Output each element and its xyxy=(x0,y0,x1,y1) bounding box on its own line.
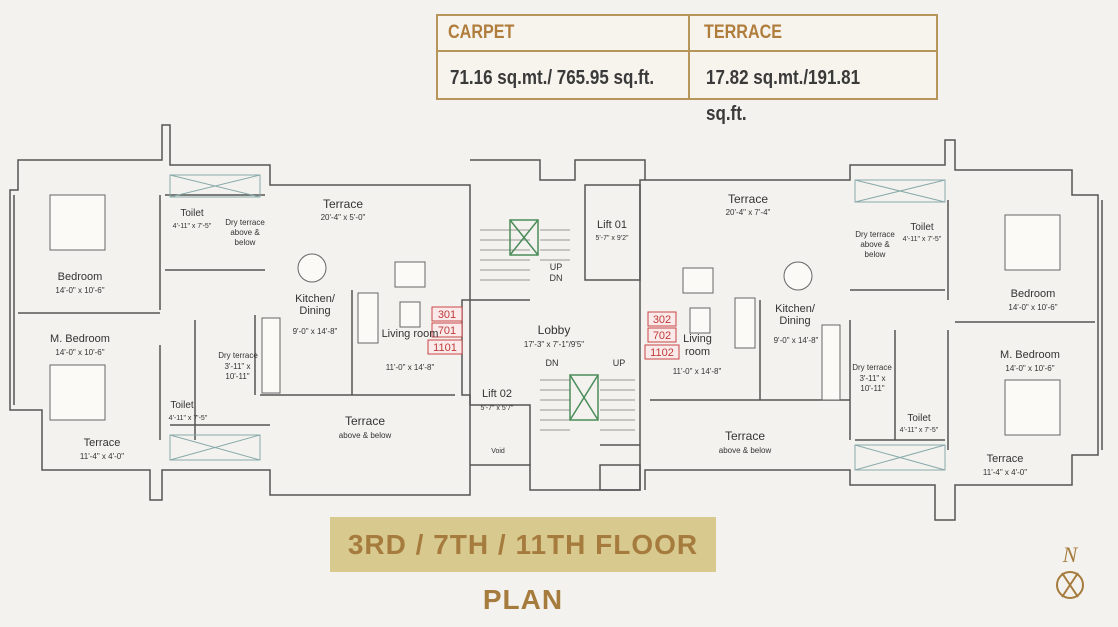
right-bedroom-name: Bedroom xyxy=(1011,288,1056,300)
left-dry-terrace-dims: 3'-11" x 10'-11" xyxy=(224,362,250,381)
left-terrace-top-name: Terrace xyxy=(323,197,363,211)
north-label: N xyxy=(1062,542,1079,567)
left-kitchen-dims: 9'-0" x 14'-8" xyxy=(293,327,338,336)
left-bedroom-name: Bedroom xyxy=(58,271,103,283)
lobby-dims: 17'-3" x 7'-1"/9'5" xyxy=(524,340,584,349)
right-dry-terrace-top: Dry terrace above & below xyxy=(855,230,895,259)
right-dry-terrace-dims: 3'-11" x 10'-11" xyxy=(859,374,885,393)
right-m-bedroom-name: M. Bedroom xyxy=(1000,349,1060,361)
right-terrace-bottom-name: Terrace xyxy=(987,453,1024,465)
stair-up-label-bottom: UP xyxy=(613,358,626,368)
north-compass-icon: N xyxy=(1056,542,1084,599)
stair-dn-label-bottom: DN xyxy=(546,358,559,368)
left-unit-number-3: 1101 xyxy=(433,342,457,354)
duct-boxes xyxy=(169,174,946,471)
right-m-bedroom-dims: 14'-0" x 10'-6" xyxy=(1005,364,1054,373)
area-table: CARPET TERRACE 71.16 sq.mt./ 765.95 sq.f… xyxy=(436,14,938,125)
left-toilet-top-dims: 4'-11" x 7'-5" xyxy=(173,223,212,230)
right-terrace-top-name: Terrace xyxy=(728,192,768,206)
right-toilet-top-dims: 4'-11" x 7'-5" xyxy=(903,236,942,243)
right-bedroom-dims: 14'-0" x 10'-6" xyxy=(1008,303,1057,312)
stair-dn-label-top: DN xyxy=(550,273,563,283)
stair-treads xyxy=(480,229,635,431)
carpet-header: CARPET xyxy=(448,22,515,43)
table-divider xyxy=(438,50,936,52)
terrace-header: TERRACE xyxy=(704,22,783,43)
right-unit-number-3: 1102 xyxy=(650,347,674,359)
floor-plan-title: 3RD / 7TH / 11TH FLOOR PLAN xyxy=(347,529,699,615)
right-toilet-bottom-dims: 4'-11" x 7'-5" xyxy=(900,427,939,434)
right-unit-number-2: 702 xyxy=(653,330,671,342)
left-toilet-bottom-name: Toilet xyxy=(170,400,194,411)
right-kitchen-dims: 9'-0" x 14'-8" xyxy=(774,336,819,345)
stair-up-label-top: UP xyxy=(550,262,563,272)
left-living-dims: 11'-0" x 14'-8" xyxy=(386,363,435,372)
right-toilet-top-name: Toilet xyxy=(910,222,934,233)
lift02-name: Lift 02 xyxy=(482,388,512,400)
void-label: Void xyxy=(491,448,505,455)
lift01-dims: 5'-7" x 9'2" xyxy=(596,235,629,242)
left-unit-number-2: 701 xyxy=(438,325,456,337)
right-toilet-bottom-name: Toilet xyxy=(907,413,931,424)
right-dry-terrace-name: Dry terrace xyxy=(852,363,892,372)
left-terrace-bottom-name: Terrace xyxy=(84,437,121,449)
right-unit-number-1: 302 xyxy=(653,314,671,326)
floor-plan-banner: 3RD / 7TH / 11TH FLOOR PLAN xyxy=(330,517,716,615)
right-terrace-top-dims: 20'-4" x 7'-4" xyxy=(726,208,771,217)
left-terrace-bottom-dims: 11'-4" x 4'-0" xyxy=(80,452,124,461)
left-m-bedroom-name: M. Bedroom xyxy=(50,333,110,345)
left-m-bedroom-dims: 14'-0" x 10'-6" xyxy=(55,348,104,357)
left-unit-number-1: 301 xyxy=(438,309,456,321)
lift-shafts xyxy=(509,219,599,421)
left-terrace-top-dims: 20'-4" x 5'-0" xyxy=(321,213,366,222)
left-terrace-above-note: above & below xyxy=(339,431,392,440)
lift01-name: Lift 01 xyxy=(597,219,627,231)
unit-number-boxes xyxy=(427,306,680,360)
left-dry-terrace-name: Dry terrace xyxy=(218,351,258,360)
left-toilet-top-name: Toilet xyxy=(180,208,204,219)
left-kitchen-name: Kitchen/ Dining xyxy=(295,293,335,317)
carpet-value: 71.16 sq.mt./ 765.95 sq.ft. xyxy=(450,67,655,89)
walls xyxy=(9,124,1103,521)
left-bedroom-dims: 14'-0" x 10'-6" xyxy=(55,286,104,295)
table-column-divider xyxy=(688,16,690,98)
lift02-dims: 5'-7" x 5'7" xyxy=(481,405,514,412)
right-living-name: Living room xyxy=(683,333,712,358)
right-terrace-above-note: above & below xyxy=(719,446,772,455)
left-dry-terrace-top: Dry terrace above & below xyxy=(225,218,265,247)
left-toilet-bottom-dims: 4'-11" x 7'-5" xyxy=(169,415,208,422)
right-kitchen-name: Kitchen/ Dining xyxy=(775,303,815,327)
furniture xyxy=(49,194,1061,436)
right-living-dims: 11'-0" x 14'-8" xyxy=(673,367,722,376)
right-terrace-bottom-dims: 11'-4" x 4'-0" xyxy=(983,468,1027,477)
terrace-value: 17.82 sq.mt./191.81 sq.ft. xyxy=(706,67,861,125)
left-terrace-above-name: Terrace xyxy=(345,414,385,428)
lobby-name: Lobby xyxy=(538,323,571,337)
right-terrace-above-name: Terrace xyxy=(725,429,765,443)
left-living-name: Living room xyxy=(382,328,439,340)
